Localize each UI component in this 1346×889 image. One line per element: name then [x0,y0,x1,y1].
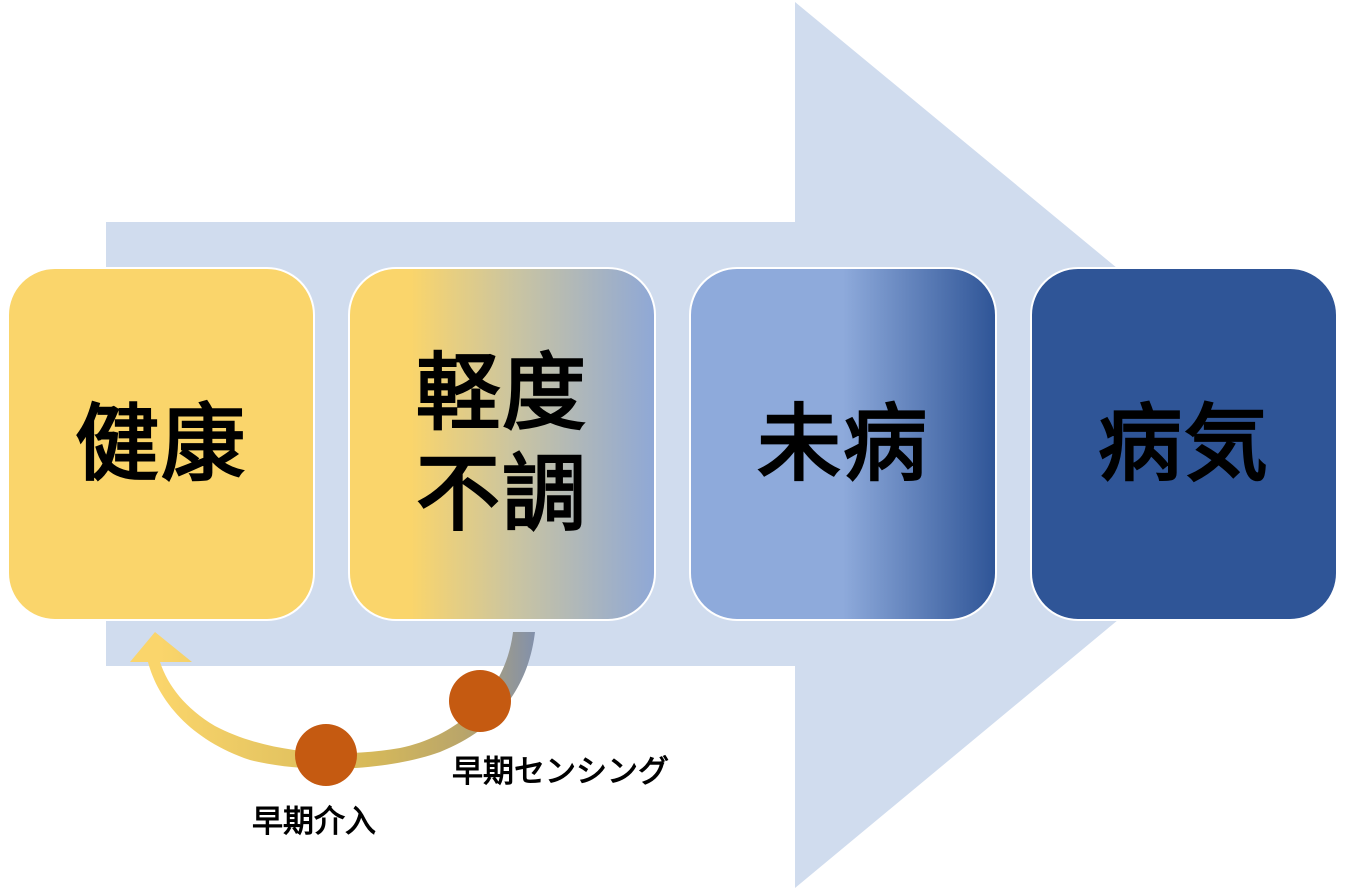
early-sensing-marker [449,670,511,732]
stage-disease: 病気 [1030,267,1338,621]
feedback-curve-arrow [130,632,535,769]
stage-pre-disease: 未病 [689,267,997,621]
early-intervention-label: 早期介入 [252,804,376,840]
stage-healthy-label: 健康 [74,394,247,493]
stage-pre-disease-label: 未病 [756,394,929,493]
early-intervention-marker [295,724,357,786]
stage-mild-disorder: 軽度 不調 [348,267,656,621]
early-sensing-label: 早期センシング [452,754,669,790]
stage-disease-label: 病気 [1097,394,1270,493]
stage-healthy: 健康 [7,267,315,621]
stage-mild-disorder-label: 軽度 不調 [415,344,588,543]
